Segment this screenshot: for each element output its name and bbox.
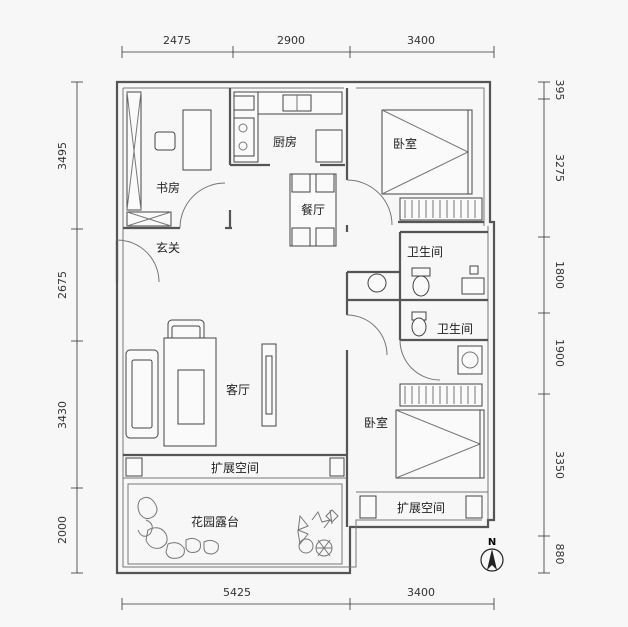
kitchen: 厨房 [233, 91, 343, 163]
label-kitchen: 厨房 [273, 134, 297, 149]
bottom-dimensions: 5425 3400 [121, 586, 495, 610]
dim-right-4: 1900 [553, 339, 566, 367]
bed-top [381, 109, 473, 195]
toilet-tank [411, 267, 431, 277]
study-door [179, 182, 226, 229]
dim-left-2: 2675 [56, 271, 69, 299]
study-desk [182, 109, 212, 171]
dim-left-1: 3495 [56, 142, 69, 170]
walls [115, 80, 496, 575]
expansion-spaces: 扩展空间 扩展空间 [125, 457, 483, 519]
right-dimensions: 395 3275 1800 1900 3350 880 [538, 80, 566, 574]
dining: 餐厅 [289, 173, 337, 247]
label-bedroom-bottom: 卧室 [364, 415, 388, 430]
wash-basin [367, 273, 387, 293]
kitchen-cabinet [315, 129, 343, 163]
dim-right-5: 3350 [553, 451, 566, 479]
label-expansion-right: 扩展空间 [397, 501, 445, 515]
label-garden: 花园露台 [191, 514, 239, 529]
flower-icon [296, 510, 332, 546]
dining-chair [291, 227, 311, 247]
bedroom-top: 卧室 [346, 109, 483, 226]
bedroom-bottom: 卧室 [364, 383, 485, 479]
dim-left-3: 3430 [56, 401, 69, 429]
bedroom-bottom-door [346, 314, 388, 356]
top-dimensions: 2475 2900 3400 [121, 34, 495, 58]
label-study: 书房 [156, 180, 180, 195]
fridge [233, 95, 255, 111]
bedroom-top-door [346, 179, 393, 226]
dim-left-4: 2000 [56, 516, 69, 544]
bathroom-door [399, 339, 441, 381]
label-bathroom-mid: 卫生间 [437, 322, 473, 336]
dim-bottom-2: 3400 [407, 586, 435, 599]
living-room: 客厅 [125, 319, 277, 447]
leaf-icon [325, 509, 339, 525]
dining-chair [291, 173, 311, 193]
bathrooms: 卫生间 卫生间 [346, 245, 485, 381]
dim-right-2: 3275 [553, 154, 566, 182]
flower-icon [298, 538, 314, 554]
label-bathroom-top: 卫生间 [407, 245, 443, 259]
compass: N [480, 537, 504, 572]
dim-right-6: 880 [553, 544, 566, 565]
plant-icon [137, 496, 158, 537]
label-dining: 餐厅 [301, 202, 325, 217]
dining-chair [315, 173, 335, 193]
label-bedroom-top: 卧室 [393, 136, 417, 151]
label-entrance: 玄关 [156, 240, 180, 255]
plant-icon [145, 527, 168, 549]
label-living: 客厅 [226, 382, 250, 397]
coffee-table [177, 369, 205, 425]
entrance: 玄关 [116, 239, 180, 283]
dim-right-1: 395 [553, 80, 566, 101]
left-dimensions: 3495 2675 3430 2000 [56, 81, 83, 574]
dim-top-1: 2475 [163, 34, 191, 47]
toilet-2 [411, 317, 427, 337]
dim-top-2: 2900 [277, 34, 305, 47]
dim-right-3: 1800 [553, 261, 566, 289]
study-chair [154, 131, 176, 151]
dining-chair [315, 227, 335, 247]
washing-machine [461, 277, 485, 295]
shrub-icon [165, 537, 219, 559]
label-expansion-left: 扩展空间 [211, 461, 259, 475]
dim-top-3: 3400 [407, 34, 435, 47]
north-arrow-icon [487, 549, 497, 570]
study: 书房 [126, 91, 226, 229]
compass-label: N [488, 537, 496, 548]
bed-bottom [395, 409, 485, 479]
garden-terrace: 花园露台 [127, 483, 343, 565]
entrance-door [116, 239, 160, 283]
toilet [412, 275, 430, 297]
dim-bottom-1: 5425 [223, 586, 251, 599]
